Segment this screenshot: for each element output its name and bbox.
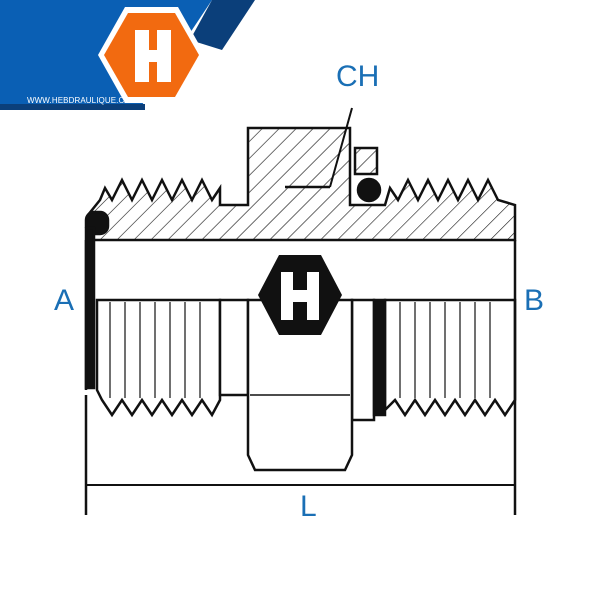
label-a: A	[54, 284, 75, 317]
label-b: B	[524, 284, 545, 317]
fitting-body	[84, 226, 517, 515]
center-logo-icon	[258, 255, 342, 335]
label-l: L	[300, 490, 317, 523]
website-url[interactable]: WWW.HEBDRAULIQUE.CA	[27, 96, 130, 105]
label-ch: CH	[336, 60, 380, 93]
fitting-section	[84, 107, 517, 242]
brand-banner	[0, 0, 255, 110]
logo-h-icon	[135, 30, 171, 82]
